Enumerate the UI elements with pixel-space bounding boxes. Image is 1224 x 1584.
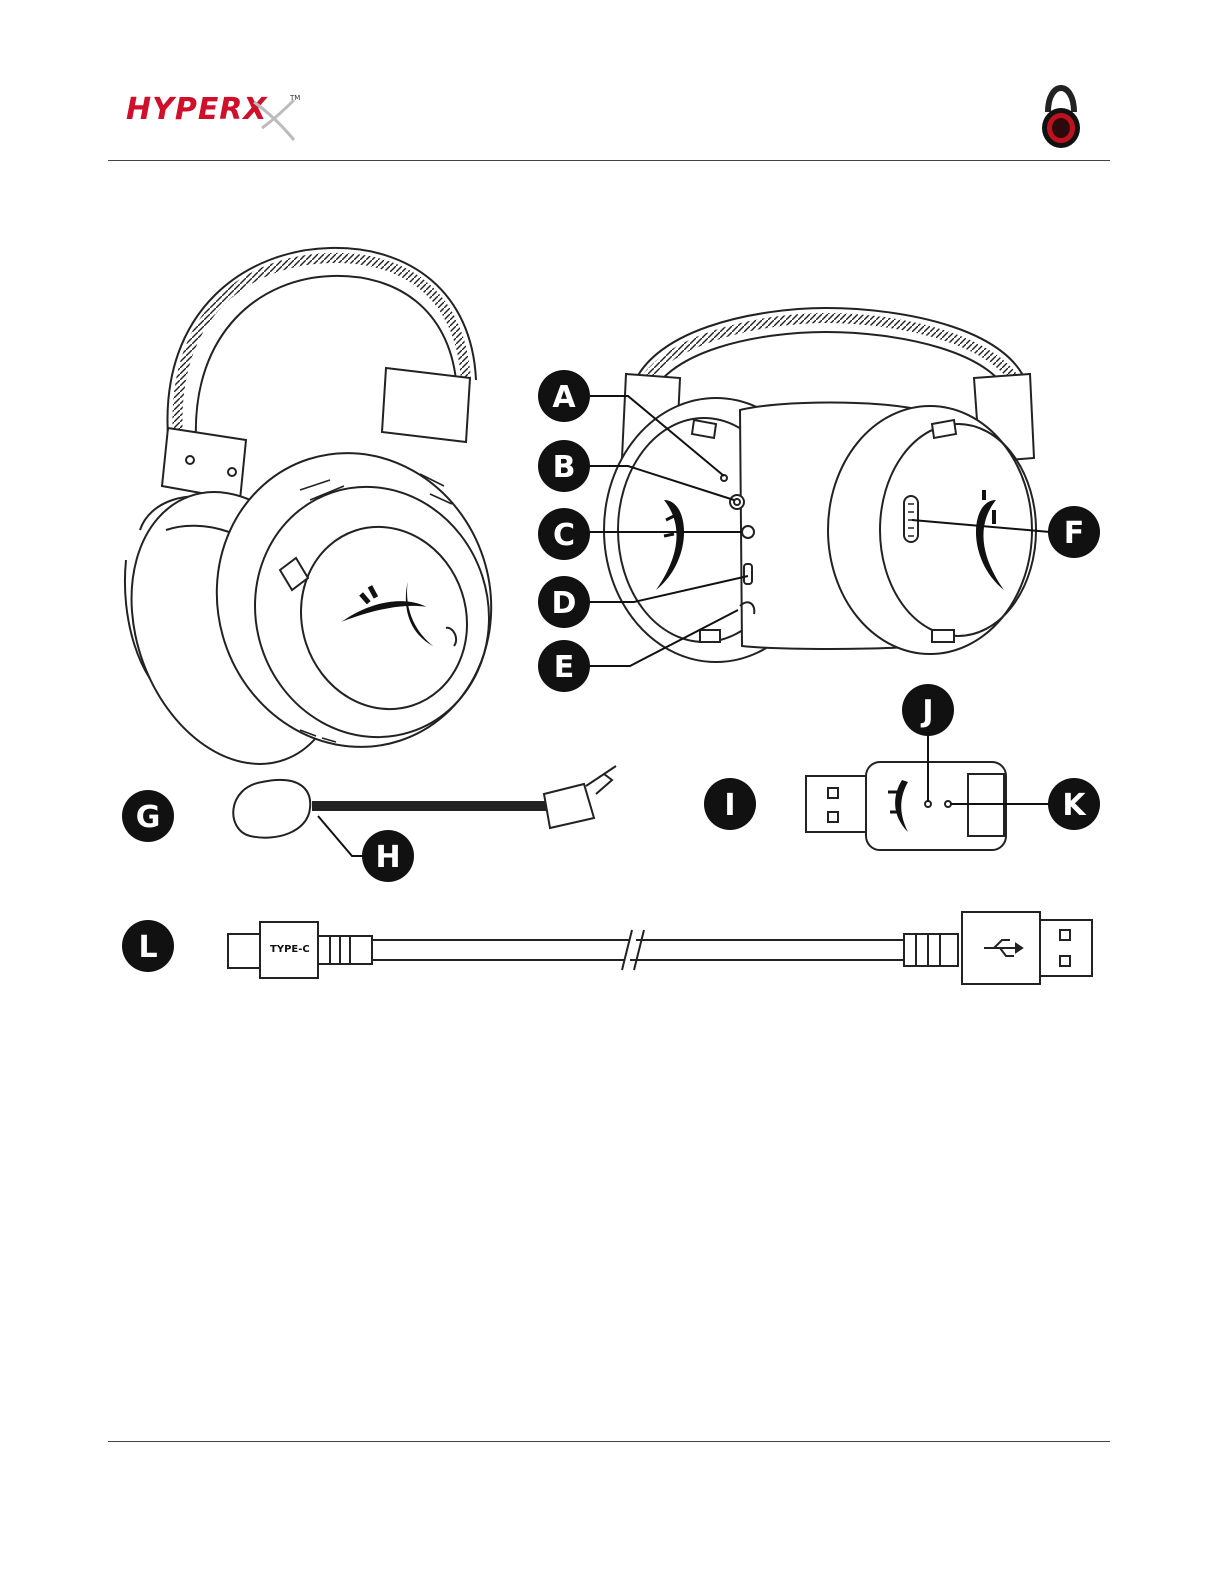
headset-front-view (604, 308, 1036, 662)
cable-type-c-label: TYPE-C (270, 944, 310, 955)
svg-text:I: I (724, 788, 735, 823)
svg-text:G: G (136, 800, 161, 835)
svg-text:D: D (552, 586, 577, 621)
svg-text:H: H (375, 840, 400, 875)
svg-text:C: C (553, 518, 575, 553)
callout-g: G (122, 790, 174, 842)
usb-dongle (806, 762, 1006, 850)
callout-b: B (538, 440, 590, 492)
svg-text:A: A (552, 380, 576, 415)
callout-e: E (538, 640, 590, 692)
svg-text:K: K (1062, 788, 1087, 823)
callout-i: I (704, 778, 756, 830)
callout-l: L (122, 920, 174, 972)
svg-text:B: B (553, 450, 576, 485)
callout-a: A (538, 370, 590, 422)
header-rule (108, 160, 1110, 161)
product-diagram: TYPE-C A B C D E F G H I J K L (0, 200, 1224, 1020)
headset-side-view (95, 248, 529, 794)
usb-cable (228, 912, 1092, 984)
headset-thumbnail-icon (1034, 76, 1088, 152)
callout-f: F (1048, 506, 1100, 558)
svg-text:E: E (554, 650, 575, 685)
callout-d: D (538, 576, 590, 628)
callout-h: H (362, 830, 414, 882)
detachable-microphone (233, 766, 616, 838)
callout-k: K (1048, 778, 1100, 830)
callout-c: C (538, 508, 590, 560)
callout-j: J (902, 684, 954, 736)
footer-rule (108, 1441, 1110, 1442)
page-header: HYPERX TM (0, 0, 1224, 162)
svg-text:J: J (920, 694, 933, 729)
svg-text:F: F (1064, 516, 1085, 551)
hyperx-swoosh-icon (126, 92, 302, 146)
hyperx-logo: HYPERX TM (126, 92, 302, 146)
svg-text:L: L (138, 930, 157, 965)
